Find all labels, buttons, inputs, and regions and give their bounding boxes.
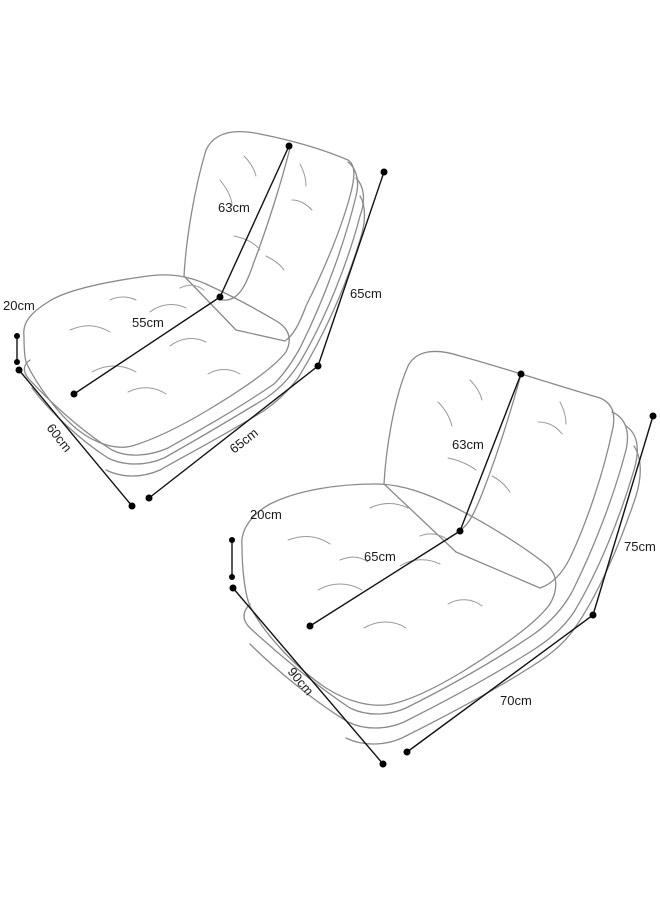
large-height-line bbox=[592, 415, 654, 616]
small-length-label: 60cm bbox=[44, 421, 75, 455]
small-height-label: 65cm bbox=[350, 286, 382, 301]
small-base-frame-inner bbox=[31, 177, 365, 465]
small-length-dot-top bbox=[15, 366, 23, 374]
large-back-seam bbox=[459, 377, 521, 531]
large-backrest-line bbox=[459, 373, 522, 532]
large-seat-tufts bbox=[287, 503, 483, 629]
small-chair-dimensions: 63cm 55cm 20cm 60cm 65cm 65cm bbox=[3, 142, 388, 510]
large-width-label: 70cm bbox=[500, 693, 532, 708]
large-length-dot-bottom bbox=[379, 760, 387, 768]
small-width-dot-left bbox=[145, 494, 153, 502]
large-thickness-label: 20cm bbox=[250, 507, 282, 522]
small-length-line bbox=[18, 369, 133, 507]
small-base-frame bbox=[23, 161, 359, 456]
small-seat-cushion bbox=[23, 274, 290, 448]
small-seat-dot bbox=[70, 390, 78, 398]
large-width-dot-left bbox=[403, 748, 411, 756]
small-thickness-dot-bottom bbox=[14, 359, 20, 365]
large-height-dot-top bbox=[649, 412, 657, 420]
small-width-line bbox=[148, 365, 319, 499]
large-length-dot-top bbox=[229, 584, 237, 592]
small-chair bbox=[23, 130, 366, 477]
large-seat-label: 65cm bbox=[364, 549, 396, 564]
small-back-tufts bbox=[219, 155, 313, 271]
large-base-frame-inner bbox=[249, 425, 638, 729]
large-thickness-dot-top bbox=[229, 537, 235, 543]
small-backrest-line bbox=[219, 145, 290, 298]
large-back-tufts bbox=[437, 379, 567, 493]
small-backrest-dot-top bbox=[285, 142, 293, 150]
small-back-cushion bbox=[183, 130, 355, 342]
large-thickness-dot-bottom bbox=[229, 574, 235, 580]
small-back-seam bbox=[221, 147, 291, 301]
large-seat-line bbox=[309, 530, 461, 627]
small-seat-tufts bbox=[69, 284, 241, 395]
small-thickness-label: 20cm bbox=[3, 298, 35, 313]
small-backrest-label: 63cm bbox=[218, 200, 250, 215]
large-height-label: 75cm bbox=[624, 539, 656, 554]
large-seat-dot bbox=[306, 622, 314, 630]
small-length-dot-bottom bbox=[128, 502, 136, 510]
small-base-bottom bbox=[105, 195, 366, 477]
large-chair-dimensions: 63cm 65cm 20cm 90cm 70cm 75cm bbox=[229, 370, 657, 768]
small-seat-line bbox=[73, 296, 221, 395]
small-seat-label: 55cm bbox=[132, 315, 164, 330]
large-backrest-label: 63cm bbox=[452, 437, 484, 452]
large-width-line bbox=[406, 614, 594, 753]
large-back-cushion bbox=[383, 350, 615, 589]
large-backrest-dot-top bbox=[517, 370, 525, 378]
small-height-dot-top bbox=[380, 168, 388, 176]
small-thickness-dot-top bbox=[14, 333, 20, 339]
small-height-line bbox=[317, 171, 385, 367]
large-chair bbox=[241, 350, 641, 745]
large-length-line bbox=[232, 587, 384, 765]
large-base-bottom bbox=[345, 445, 641, 745]
large-base-frame bbox=[243, 411, 629, 715]
